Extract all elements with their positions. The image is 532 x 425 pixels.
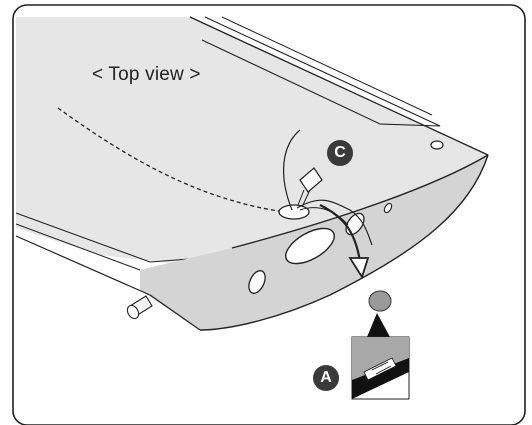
front-hole-left [248, 270, 266, 294]
bottom-edge [149, 294, 201, 331]
direction-arrow [319, 204, 362, 263]
callout-pointer [367, 313, 390, 337]
detail-inset-grey-area [352, 337, 409, 380]
front-edge-bottom [199, 154, 489, 331]
detail-inset-strip [363, 357, 397, 381]
top-rail-line [189, 16, 489, 156]
front-hole-small [383, 202, 393, 214]
front-edge-top [231, 154, 489, 249]
cable-connector [299, 167, 323, 193]
callout-badge-a: A [313, 365, 339, 391]
cable-wire-3 [299, 207, 349, 226]
detail-inset-dark-band [352, 358, 409, 399]
cable-wire-2 [296, 199, 373, 246]
cable-grommet [278, 204, 310, 220]
top-groove-inner [221, 16, 433, 116]
direction-arrow-head [348, 257, 370, 280]
cable-route-dashed [57, 107, 286, 213]
device-top-panel [16, 17, 488, 265]
front-hole-large [285, 227, 335, 265]
top-view-caption: < Top view > [92, 64, 201, 85]
lower-left-edge [15, 235, 151, 296]
top-hole [430, 140, 444, 150]
callout-badge-c: C [327, 140, 353, 166]
component-disc [368, 290, 392, 312]
cable-wire [282, 129, 301, 211]
detail-inset-strip-lines [371, 361, 392, 375]
cable-connector-lead [297, 189, 311, 208]
side-pin-tip [126, 304, 140, 320]
top-groove-outer [201, 16, 441, 127]
left-edge-line-2 [15, 223, 141, 271]
